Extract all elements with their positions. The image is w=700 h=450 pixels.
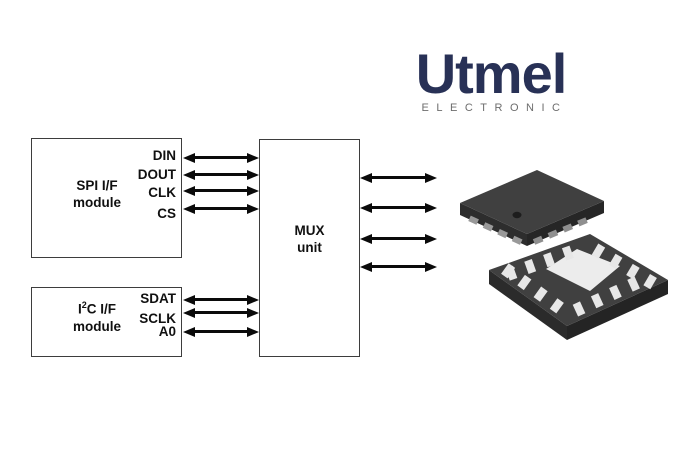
chip-top-view (460, 170, 604, 246)
pin-label-dout: DOUT (137, 167, 176, 182)
brand-logo: Utmel ELECTRONIC (400, 42, 582, 115)
chip-bottom-view (489, 234, 668, 340)
chip-pin (572, 301, 586, 317)
chip-top-pins-right (532, 217, 588, 245)
bus-arrow-sclk (195, 311, 247, 314)
spi-module-label: SPI I/F module (42, 177, 152, 211)
i2c-module-name-line2: module (72, 318, 121, 334)
chip-pin (532, 235, 544, 245)
thermal-pad (546, 249, 620, 291)
i2c-module-name-line1: I2C I/F (42, 297, 152, 318)
pin-label-a0: A0 (158, 324, 176, 339)
mux-unit-label: MUX unit (260, 222, 359, 256)
chip-pin (643, 273, 657, 290)
chip-pin (608, 253, 623, 269)
bus-arrow-dout (195, 173, 247, 176)
chip-bottom-pins-edge-b (591, 243, 657, 290)
mux-output-arrow-3 (372, 237, 425, 240)
mux-name-line2: unit (297, 240, 322, 255)
mux-unit-box: MUX unit (259, 139, 360, 357)
pin-label-cs: CS (157, 206, 176, 221)
pin-label-sclk: SCLK (139, 311, 176, 326)
chip-bottom-pins-edge-d (572, 276, 640, 317)
chip-pin (627, 276, 640, 292)
chip-pin (577, 217, 588, 227)
chip-top-face (460, 170, 604, 234)
chip-top-left-side (460, 203, 527, 246)
chip-bottom-left-side (489, 270, 567, 340)
chip-bottom-pins-edge-c (501, 263, 564, 314)
chip-package-illustration (460, 170, 668, 340)
bus-arrow-clk (195, 189, 247, 192)
i2c-name-mid: C I/F (86, 301, 117, 317)
chip-pin (591, 243, 606, 259)
i2c-name-superscript: 2 (81, 300, 87, 310)
chip-top-right-side (527, 201, 604, 246)
chip-pin (517, 274, 532, 291)
i2c-name-prefix: I (77, 301, 82, 317)
bus-arrow-din (195, 156, 247, 159)
pin-label-din: DIN (152, 148, 176, 163)
i2c-module-box: I2C I/F module (31, 287, 182, 357)
chip-pin (468, 215, 479, 225)
bus-arrow-cs (195, 207, 247, 210)
chip-pin (482, 222, 494, 232)
chip-pin (609, 284, 622, 300)
bus-arrow-a0 (195, 330, 247, 333)
chip-pin (549, 298, 564, 314)
chip-pin (497, 228, 508, 239)
chip-pin (590, 293, 604, 309)
i2c-module-label: I2C I/F module (42, 297, 152, 335)
chip-pin (543, 252, 555, 268)
chip-pin (533, 286, 548, 302)
chip-top-pins-left (468, 215, 523, 245)
brand-tagline: ELECTRONIC (421, 102, 568, 114)
chip-pin (511, 235, 523, 245)
chip-pin (524, 259, 537, 274)
chip-pin (501, 263, 516, 279)
chip-pin (626, 263, 640, 280)
chip-pin (547, 229, 559, 239)
chip-bottom-right-side (567, 280, 668, 340)
spi-module-name-line2: module (72, 195, 121, 210)
pin-1-dot (512, 211, 522, 219)
brand-name: Utmel (415, 42, 568, 105)
mux-output-arrow-1 (372, 176, 425, 179)
pin-label-clk: CLK (148, 185, 176, 200)
pin-label-sdat: SDAT (140, 291, 176, 306)
chip-pin (561, 245, 574, 261)
mux-name-line1: MUX (294, 223, 325, 238)
chip-pin (562, 223, 574, 233)
mux-output-arrow-4 (372, 265, 425, 268)
spi-module-name-line1: SPI I/F (76, 178, 118, 193)
mux-output-arrow-2 (372, 206, 425, 209)
bus-arrow-sdat (195, 298, 247, 301)
spi-module-box: SPI I/F module (31, 138, 182, 258)
